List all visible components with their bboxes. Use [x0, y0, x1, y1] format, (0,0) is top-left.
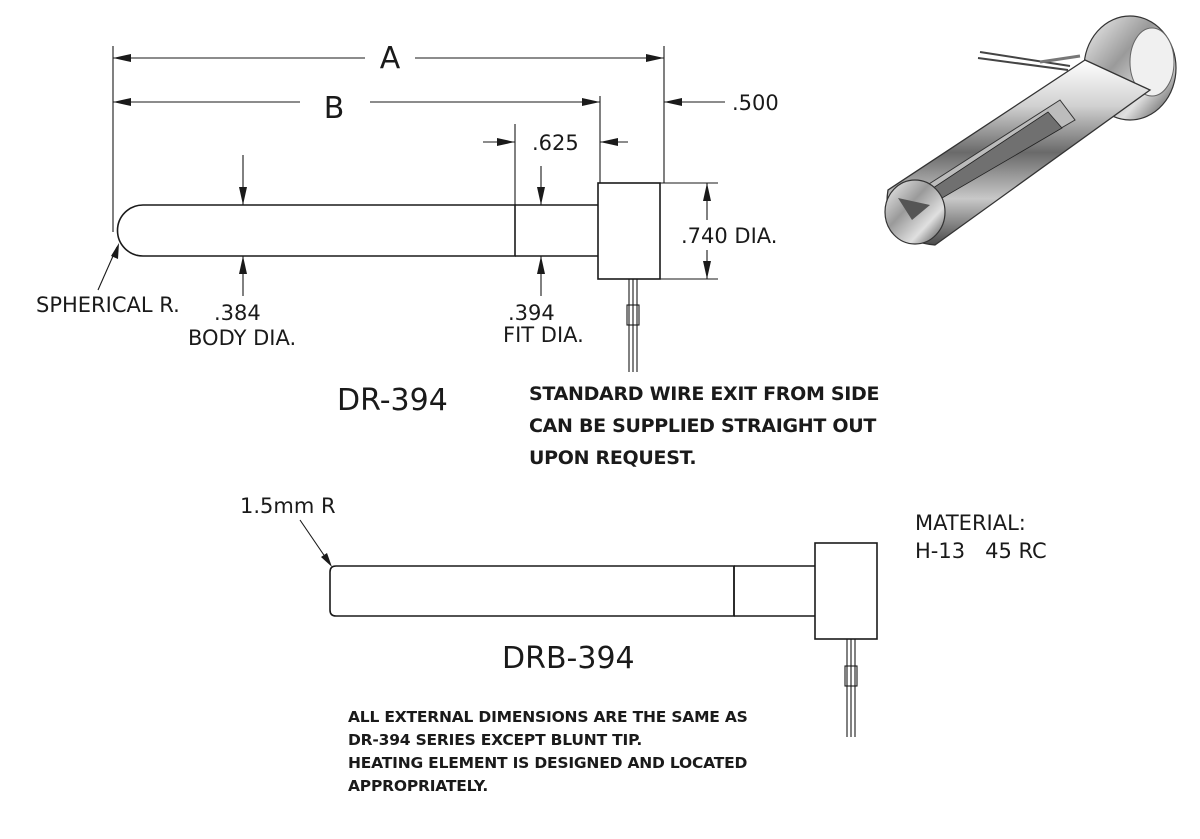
dim-500-label: .500 — [732, 91, 779, 115]
fit-dia-value: .394 — [508, 301, 555, 325]
dr394-fit-section — [515, 204, 598, 257]
dim-625: .625 — [483, 131, 628, 155]
cutaway-illustration — [884, 15, 1177, 246]
dr394-head — [597, 182, 661, 280]
dr394-drawing: A B .500 .625 — [36, 41, 879, 469]
drb394-drawing: 1.5mm R DRB-394 MATERIAL: H-13 45 RC ALL… — [240, 494, 1047, 795]
wire-note-line-3: UPON REQUEST. — [529, 447, 696, 469]
notes-line-3: HEATING ELEMENT IS DESIGNED AND LOCATED — [348, 754, 748, 772]
dim-a: A — [113, 41, 664, 76]
material-label: MATERIAL: — [915, 511, 1026, 535]
drb394-body — [329, 565, 735, 617]
body-dia-label: BODY DIA. — [188, 326, 296, 350]
fit-dia-label: FIT DIA. — [503, 323, 584, 347]
material-value: H-13 45 RC — [915, 539, 1047, 563]
dr394-body — [116, 204, 516, 257]
dr394-wires — [626, 279, 640, 372]
body-dia-arrows — [239, 155, 247, 296]
dim-b-label: B — [324, 91, 345, 126]
dim-625-label: .625 — [532, 131, 579, 155]
radius-label: 1.5mm R — [240, 494, 336, 518]
dim-740-label: .740 DIA. — [681, 224, 777, 248]
dim-b: B — [113, 91, 600, 126]
dr394-extension-lines — [112, 46, 718, 280]
dim-a-label: A — [380, 41, 401, 76]
drb394-model-label: DRB-394 — [502, 641, 635, 676]
dim-500: .500 — [664, 91, 779, 115]
body-dia-value: .384 — [214, 301, 261, 325]
spherical-label: SPHERICAL R. — [36, 293, 180, 317]
dr394-model-label: DR-394 — [337, 383, 448, 418]
drb394-fit-section — [734, 565, 815, 617]
fit-dia-arrows — [537, 166, 545, 296]
wire-note-line-1: STANDARD WIRE EXIT FROM SIDE — [529, 383, 879, 405]
spherical-leader — [97, 243, 119, 291]
notes-line-1: ALL EXTERNAL DIMENSIONS ARE THE SAME AS — [348, 708, 748, 726]
notes-line-2: DR-394 SERIES EXCEPT BLUNT TIP. — [348, 731, 642, 749]
drb394-head — [814, 542, 878, 640]
wire-note-line-2: CAN BE SUPPLIED STRAIGHT OUT — [529, 415, 876, 437]
notes-line-4: APPROPRIATELY. — [348, 777, 488, 795]
radius-leader — [299, 519, 332, 567]
dim-740: .740 DIA. — [681, 183, 777, 279]
drb394-wires — [844, 639, 858, 737]
